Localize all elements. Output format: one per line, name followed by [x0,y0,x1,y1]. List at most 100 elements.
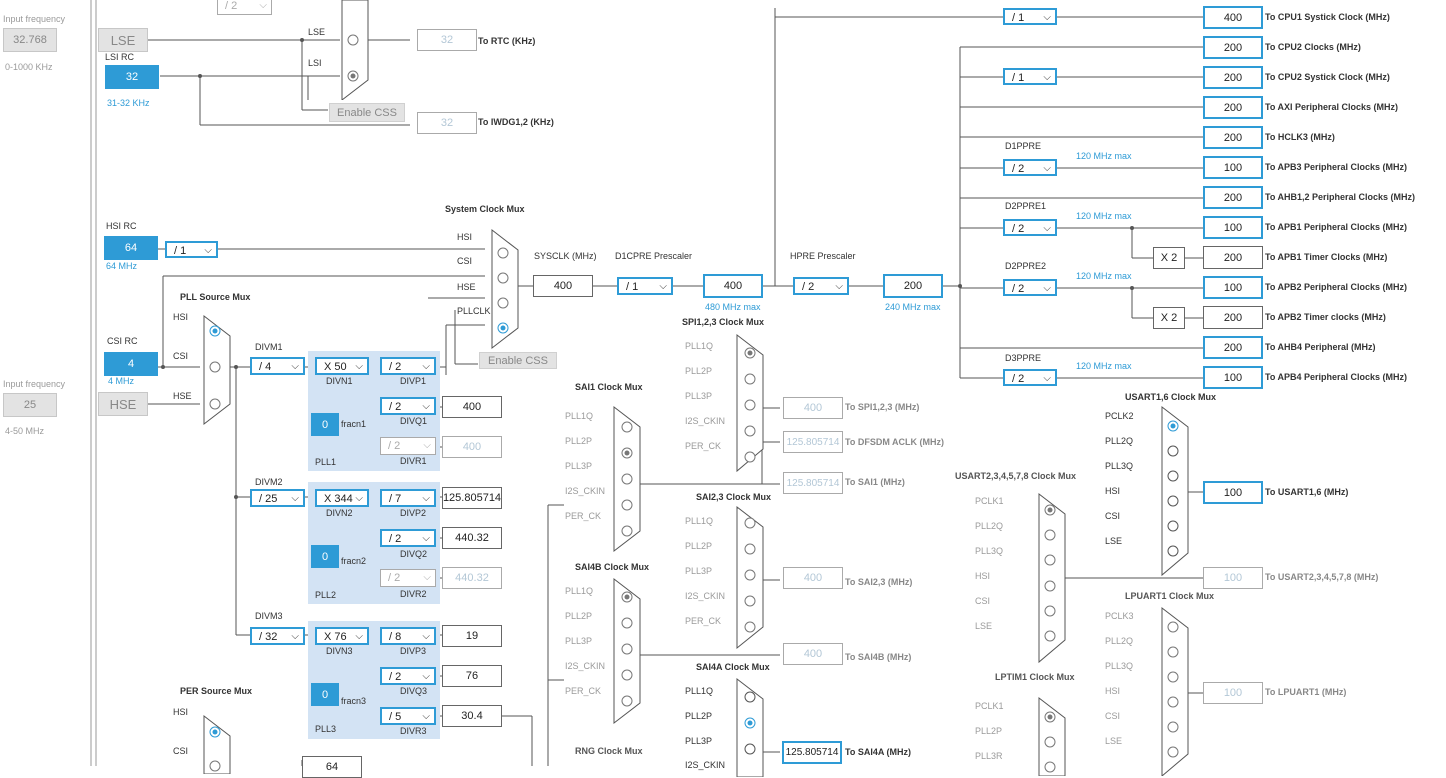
sai1-clock-mux[interactable] [612,405,642,553]
lsi-rc-value[interactable]: 32 [105,65,159,89]
apb2-value[interactable]: 100 [1203,276,1263,299]
divp2-output[interactable]: 125.805714 [442,487,502,509]
divr3-output[interactable]: 30.4 [442,705,502,727]
axi-clock-value[interactable]: 200 [1203,96,1263,119]
spi123-mux-title: SPI1,2,3 Clock Mux [682,317,765,327]
apb1-value[interactable]: 100 [1203,216,1263,239]
per-clock-value[interactable]: 64 [302,756,362,778]
d2ppre2-select[interactable]: / 2⌵ [1003,279,1057,296]
divr1-select[interactable]: / 2⌵ [380,437,436,455]
divq1-output[interactable]: 400 [442,396,502,418]
divr2-select[interactable]: / 2⌵ [380,569,436,587]
sai4b-clock-mux[interactable] [612,577,642,725]
divp3-output[interactable]: 19 [442,625,502,647]
cpu1-systick-value[interactable]: 400 [1203,6,1263,29]
divp1-select[interactable]: / 2⌵ [380,357,436,375]
lse-oscillator[interactable]: LSE [98,28,148,52]
apb2-timer-multiplier: X 2 [1153,307,1185,329]
apb3-value[interactable]: 100 [1203,156,1263,179]
divm1-select[interactable]: / 4⌵ [250,357,305,375]
usart16-output-value[interactable]: 100 [1203,481,1263,504]
hsi-rc-value[interactable]: 64 [104,236,158,260]
divq3-output[interactable]: 76 [442,665,502,687]
csi-rc-value[interactable]: 4 [104,352,158,376]
apb4-value[interactable]: 100 [1203,366,1263,389]
apb1-timer-value[interactable]: 200 [1203,246,1263,269]
lse-range-label: 0-1000 KHz [5,62,53,72]
sysmux-input-hse: HSE [457,282,476,292]
usart2378-input-pll3q: PLL3Q [975,546,1004,556]
cpu2-systick-value[interactable]: 200 [1203,66,1263,89]
usart16-input-pll3q: PLL3Q [1105,461,1134,471]
lpuart1-input-pll3q: PLL3Q [1105,661,1134,671]
hclk3-value[interactable]: 200 [1203,126,1263,149]
sai23-input-per-ck: PER_CK [685,616,722,626]
hse-input-frequency-field[interactable]: 25 [3,393,57,417]
fracn2-value[interactable]: 0 [311,545,339,568]
d3ppre-select[interactable]: / 2⌵ [1003,369,1057,386]
divq2-select[interactable]: / 2⌵ [380,529,436,547]
divq2-output[interactable]: 440.32 [442,527,502,549]
sai4b-input-pll1q: PLL1Q [565,586,594,596]
hsi-divider-select[interactable]: / 1⌵ [165,241,218,258]
divn3-label: DIVN3 [326,646,353,656]
chevron-down-icon: ⌵ [259,0,267,11]
enable-css-sys-button[interactable]: Enable CSS [479,352,557,369]
divp2-label: DIVP2 [400,508,427,518]
divr1-label: DIVR1 [400,456,427,466]
divp2-select[interactable]: / 7⌵ [380,489,436,507]
enable-css-rtc-button[interactable]: Enable CSS [329,103,405,122]
divn1-select[interactable]: X 50⌵ [315,357,369,375]
lptim1-clock-mux[interactable] [1037,696,1067,776]
d1cpre-select[interactable]: / 1⌵ [617,277,673,295]
divp3-select[interactable]: / 8⌵ [380,627,436,645]
d2ppre1-select[interactable]: / 2⌵ [1003,219,1057,236]
apb2-timer-value[interactable]: 200 [1203,306,1263,329]
hpre-select[interactable]: / 2⌵ [793,277,849,295]
sai23-input-pll2p: PLL2P [685,541,713,551]
divn3-select[interactable]: X 76⌵ [315,627,369,645]
divm2-select[interactable]: / 25⌵ [250,489,305,507]
usart2378-dest: To USART2,3,4,5,7,8 (MHz) [1265,572,1379,582]
divr3-select[interactable]: / 5⌵ [380,707,436,725]
sai4b-mux-title: SAI4B Clock Mux [575,562,650,572]
usart16-clock-mux[interactable] [1160,405,1190,577]
divq1-select[interactable]: / 2⌵ [380,397,436,415]
hse-oscillator[interactable]: HSE [98,392,148,416]
hclk-value[interactable]: 200 [883,274,943,298]
apb1-timer-multiplier: X 2 [1153,247,1185,269]
d1ppre-select[interactable]: / 2⌵ [1003,159,1057,176]
spi123-clock-mux[interactable] [735,333,765,473]
chevron-down-icon: ⌵ [355,493,363,504]
usart2378-input-pclk1: PCLK1 [975,496,1004,506]
per-source-mux-title: PER Source Mux [180,686,253,696]
cpu1-systick-divider[interactable]: / 1⌵ [1003,8,1057,25]
ahb4-value[interactable]: 200 [1203,336,1263,359]
divn2-select[interactable]: X 344⌵ [315,489,369,507]
divm3-select[interactable]: / 32⌵ [250,627,305,645]
cpu2-clocks-value[interactable]: 200 [1203,36,1263,59]
cpu-clock-value[interactable]: 400 [703,274,763,298]
fracn1-value[interactable]: 0 [311,413,339,436]
lpuart1-clock-mux[interactable] [1160,606,1190,776]
sysclk-value[interactable]: 400 [533,275,593,297]
lsi-range-label: 31-32 KHz [107,98,150,108]
divn2-label: DIVN2 [326,508,353,518]
d2ppre1-label: D2PPRE1 [1005,201,1047,211]
fracn1-label: fracn1 [341,419,367,429]
sai23-clock-mux[interactable] [735,505,765,650]
top-divider-select[interactable]: / 2⌵ [217,0,272,15]
rtc-clock-mux[interactable] [340,0,370,100]
sai4a-output-value[interactable]: 125.805714 [782,741,842,764]
pll-source-mux[interactable] [202,314,232,426]
ahb12-value[interactable]: 200 [1203,186,1263,209]
lse-input-frequency-field[interactable]: 32.768 [3,28,57,52]
fracn3-value[interactable]: 0 [311,683,339,706]
cpu2-systick-divider[interactable]: / 1⌵ [1003,68,1057,85]
per-source-mux[interactable] [202,714,232,774]
usart2378-clock-mux[interactable] [1037,492,1067,664]
system-clock-mux[interactable] [490,228,520,350]
iwdg-output-value: 32 [417,112,477,134]
sai4a-clock-mux[interactable] [735,677,765,777]
divq3-select[interactable]: / 2⌵ [380,667,436,685]
